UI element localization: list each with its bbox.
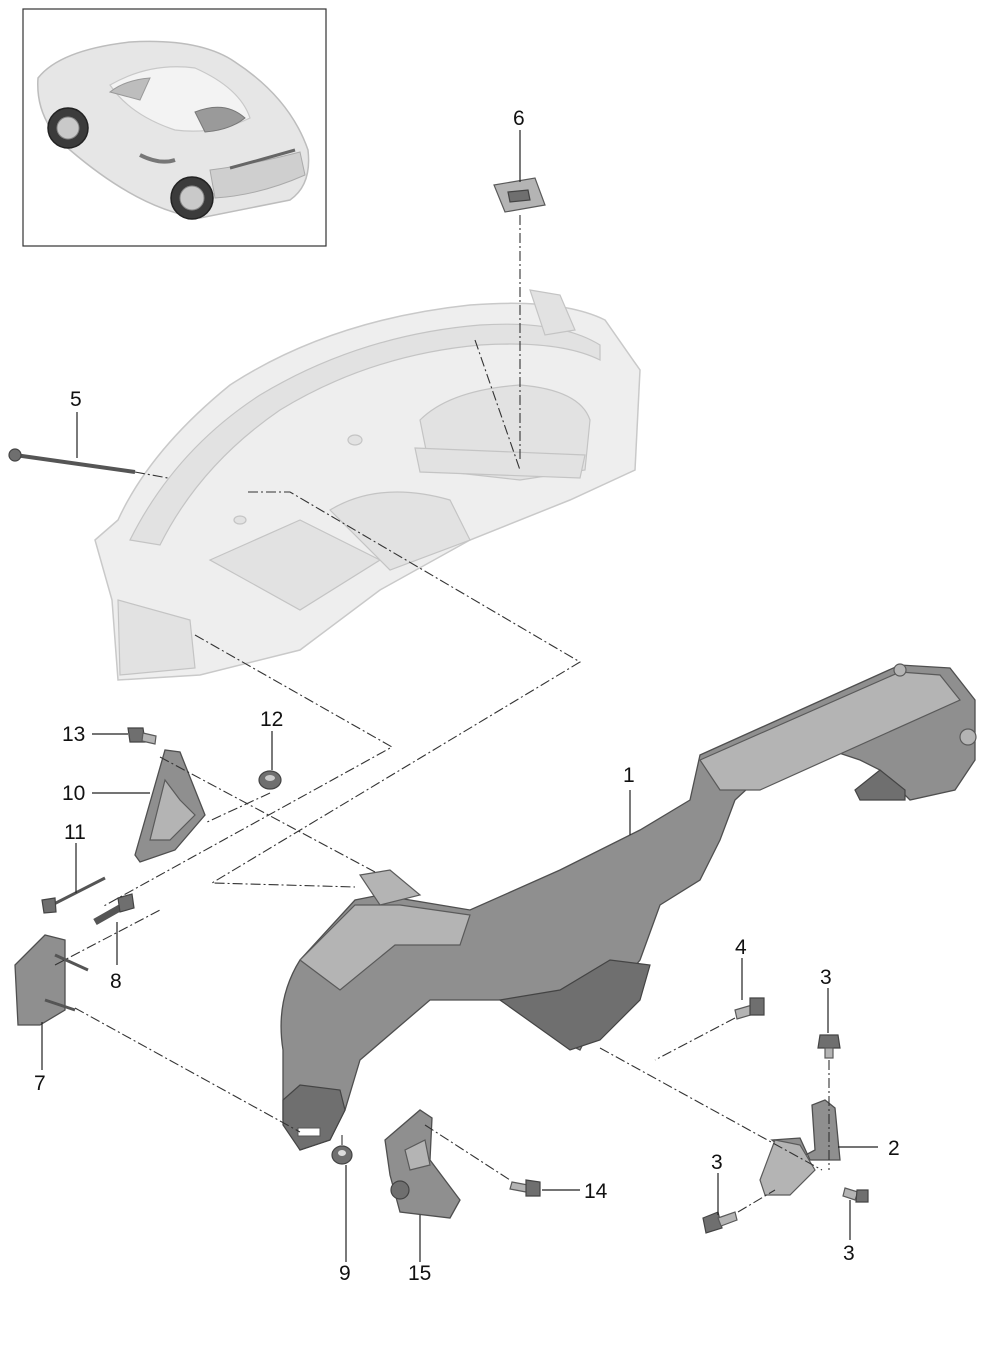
bolt-part-3-top	[817, 1034, 841, 1059]
gusset-part-10	[134, 749, 206, 863]
callout-4: 4	[735, 936, 747, 959]
clip-nut-part-6	[493, 177, 546, 213]
bolt-part-4	[734, 997, 765, 1020]
bolt-part-13	[127, 727, 157, 745]
bolt-part-11	[41, 876, 106, 914]
callout-2: 2	[888, 1137, 900, 1160]
callout-1: 1	[623, 764, 635, 787]
callout-3: 3	[711, 1151, 723, 1174]
bracket-part-2	[759, 1099, 841, 1196]
bolt-part-14	[509, 1179, 541, 1197]
mount-part-7	[14, 934, 89, 1026]
callout-8: 8	[110, 970, 122, 993]
nut-part-12	[258, 770, 282, 790]
vehicle-thumbnail-inset	[22, 8, 327, 247]
bolt-part-3-left	[702, 1211, 738, 1234]
body-structure-ghost	[94, 289, 641, 681]
car-illustration	[37, 40, 310, 220]
rod-part-5	[8, 448, 136, 474]
callout-10: 10	[62, 782, 85, 805]
callout-7: 7	[34, 1072, 46, 1095]
cross-member-part-1	[280, 663, 977, 1151]
nut-part-9	[331, 1145, 353, 1165]
callout-11: 11	[64, 821, 86, 844]
bolt-part-3-right	[842, 1187, 869, 1203]
callout-14: 14	[584, 1180, 608, 1203]
leader-lines	[41, 130, 878, 1262]
bolt-part-8	[93, 893, 135, 926]
callout-13: 13	[62, 723, 85, 746]
callout-6: 6	[513, 107, 525, 130]
callout-5: 5	[70, 388, 82, 411]
assembly-lines	[54, 215, 830, 1213]
bracket-part-15	[384, 1109, 461, 1219]
callout-labels: 1 2 3 3 3 4 5 6 7 8 9 10 11 12 13 14 15	[34, 107, 900, 1285]
callout-3: 3	[843, 1242, 855, 1265]
callout-3: 3	[820, 966, 832, 989]
callout-15: 15	[408, 1262, 431, 1285]
callout-9: 9	[339, 1262, 351, 1285]
callout-12: 12	[260, 708, 283, 731]
